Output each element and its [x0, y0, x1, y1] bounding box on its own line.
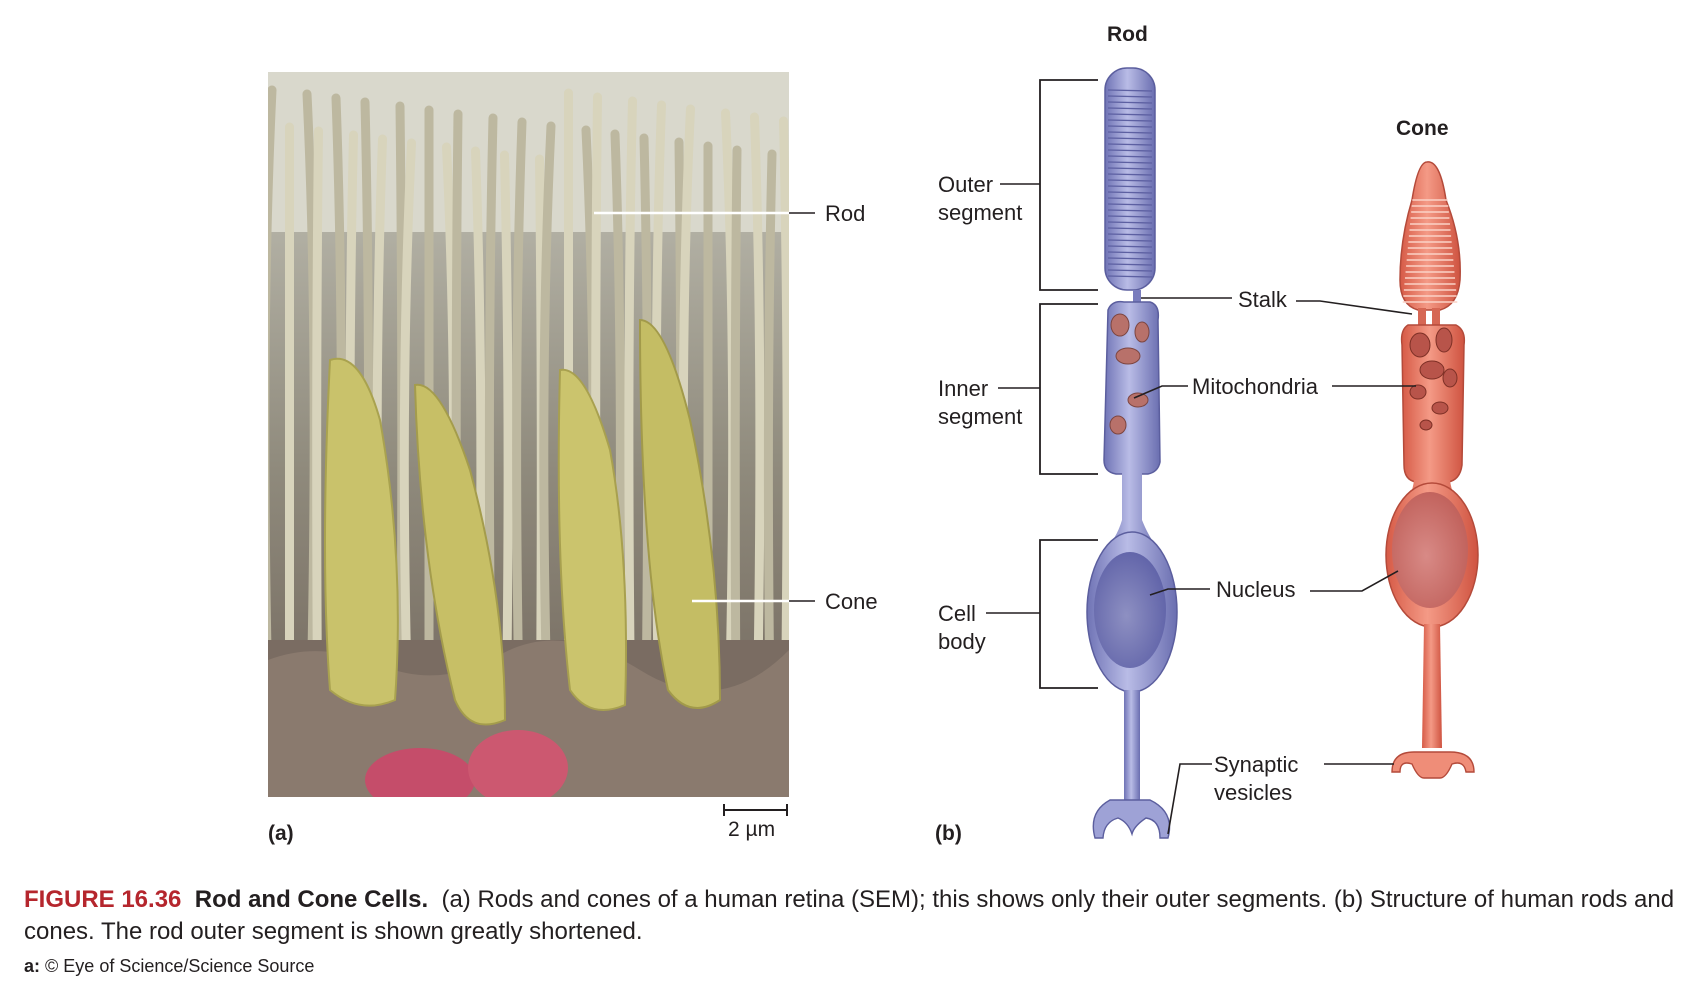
rod-disc	[1107, 179, 1153, 182]
figure-caption-text: (a) Rods and cones of a human retina (SE…	[24, 886, 1675, 945]
rod-disc	[1107, 251, 1153, 254]
rod-nucleus	[1094, 552, 1166, 668]
rod-disc	[1107, 197, 1153, 200]
bracket-inner-segment	[1039, 303, 1098, 475]
rod-disc	[1107, 269, 1153, 272]
figure-illustration: Rod Cone 2 µm (a) Rod	[268, 23, 1479, 845]
sem-rod-strand	[268, 85, 277, 705]
scale-bar	[723, 804, 788, 816]
sem-rod-strand	[500, 150, 513, 705]
rod-disc	[1107, 167, 1153, 170]
rod-disc	[1107, 101, 1153, 104]
leader-mitochondria-rod	[1133, 385, 1188, 399]
label-stalk: Stalk	[1238, 287, 1288, 312]
rod-disc	[1107, 125, 1153, 128]
label-cell-body-2: body	[938, 629, 986, 654]
cone-outer-segment-discs	[1402, 199, 1458, 303]
sem-rod-strand	[750, 112, 765, 705]
rod-disc	[1107, 149, 1153, 152]
sem-rod-strand	[779, 116, 789, 705]
rod-disc	[1107, 257, 1153, 260]
sem-rod-strand	[624, 96, 637, 705]
sem-cone-group	[324, 318, 722, 726]
label-inner-segment-2: segment	[938, 404, 1022, 429]
label-outer-segment-1: Outer	[938, 172, 993, 197]
rod-disc	[1107, 131, 1153, 134]
sem-micrograph	[268, 72, 789, 797]
rod-disc	[1107, 209, 1153, 212]
rod-disc	[1107, 221, 1153, 224]
label-mitochondria: Mitochondria	[1192, 374, 1319, 399]
rod-title: Rod	[1107, 23, 1148, 46]
label-synaptic-vesicles-2: vesicles	[1214, 780, 1292, 805]
cone-title: Cone	[1396, 117, 1449, 140]
cone-synaptic-terminal	[1391, 751, 1475, 779]
rod-disc	[1107, 173, 1153, 176]
cone-cell	[1385, 161, 1479, 779]
cone-mitochondria	[1409, 327, 1458, 431]
sem-rod-strand	[763, 149, 777, 705]
rod-disc	[1107, 185, 1153, 188]
rod-disc	[1107, 155, 1153, 158]
leader-vesicles-rod	[1167, 763, 1212, 835]
panel-b-label: (b)	[935, 822, 962, 845]
credit-text: © Eye of Science/Science Source	[45, 956, 315, 976]
rod-disc	[1107, 137, 1153, 140]
rod-disc	[1107, 191, 1153, 194]
rod-disc	[1107, 239, 1153, 242]
rod-disc	[1107, 143, 1153, 146]
rod-disc	[1107, 203, 1153, 206]
label-rod-a: Rod	[825, 201, 865, 226]
rod-mitochondria	[1109, 313, 1150, 435]
rod-disc	[1107, 275, 1153, 278]
panel-a-label: (a)	[268, 822, 294, 845]
sem-rod-strand	[399, 138, 416, 705]
leader-nucleus-rod	[1149, 588, 1210, 596]
label-cell-body-1: Cell	[938, 601, 976, 626]
rod-disc	[1107, 119, 1153, 122]
rod-synaptic-terminal	[1092, 799, 1171, 839]
label-synaptic-vesicles-1: Synaptic	[1214, 752, 1298, 777]
label-cone-a: Cone	[825, 589, 878, 614]
rod-disc	[1107, 161, 1153, 164]
image-credit: a: © Eye of Science/Science Source	[24, 956, 314, 977]
sem-rod-strand	[539, 121, 556, 705]
sem-rod-strand	[312, 126, 323, 705]
rod-disc	[1107, 113, 1153, 116]
rod-cell	[1086, 67, 1178, 839]
leader-nucleus-cone	[1310, 570, 1399, 592]
label-outer-segment-2: segment	[938, 200, 1022, 225]
credit-prefix: a:	[24, 956, 41, 976]
rod-outer-segment-discs	[1107, 89, 1153, 278]
bracket-outer-segment	[1039, 79, 1098, 291]
sem-rod-strand	[730, 145, 742, 705]
bracket-cell-body	[1039, 539, 1098, 689]
rod-disc	[1107, 95, 1153, 98]
scale-bar-label: 2 µm	[728, 818, 775, 841]
rod-disc	[1107, 107, 1153, 110]
rod-disc	[1107, 89, 1153, 92]
figure-title: Rod and Cone Cells.	[194, 886, 429, 913]
rod-disc	[1107, 245, 1153, 248]
figure-caption: FIGURE 16.36 Rod and Cone Cells. (a) Rod…	[24, 884, 1684, 948]
rod-disc	[1107, 227, 1153, 230]
sem-rod-strand	[512, 117, 527, 705]
label-inner-segment-1: Inner	[938, 376, 988, 401]
leader-stalk-cone	[1296, 300, 1413, 315]
rod-disc	[1107, 263, 1153, 266]
figure-number: FIGURE 16.36	[24, 886, 182, 913]
label-nucleus: Nucleus	[1216, 577, 1295, 602]
rod-disc	[1107, 215, 1153, 218]
rod-disc	[1107, 233, 1153, 236]
cone-nucleus	[1392, 492, 1468, 608]
